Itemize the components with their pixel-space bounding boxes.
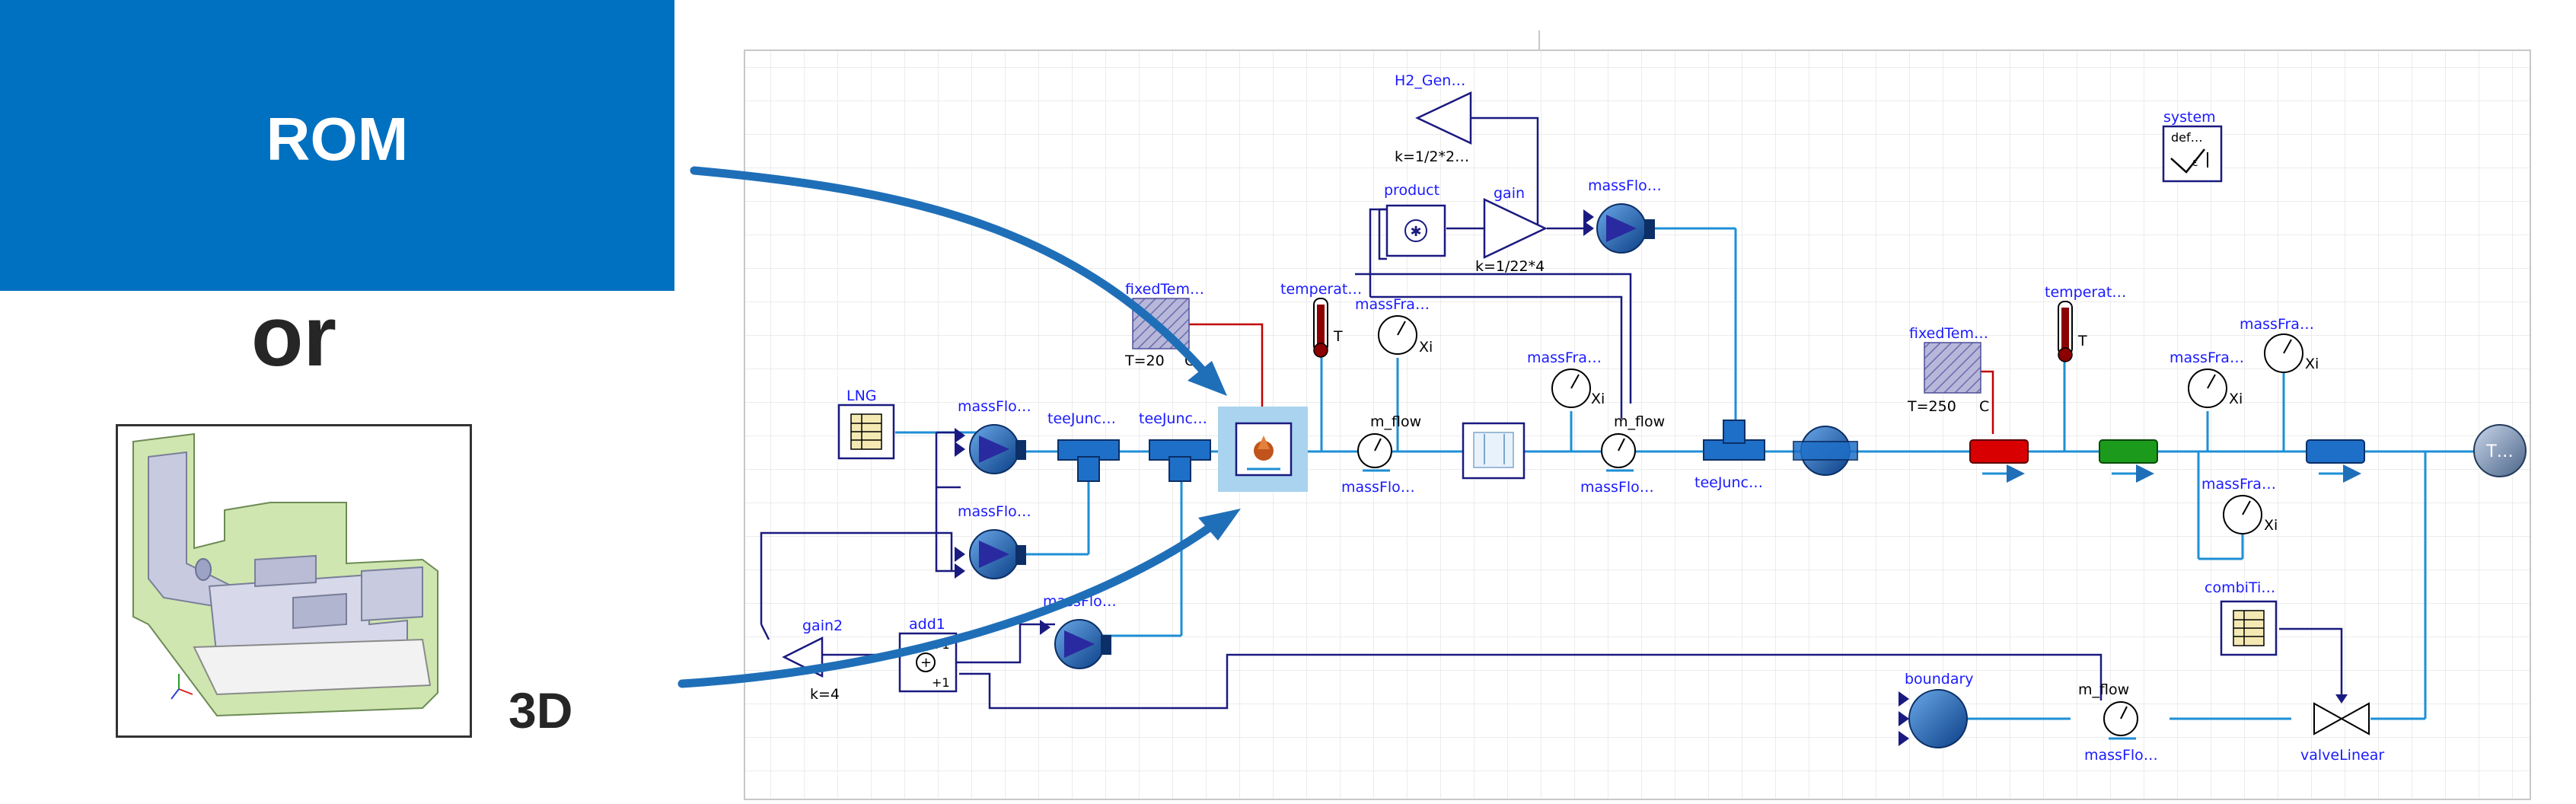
3d-geometry-icon: [132, 432, 438, 717]
svg-text:+1: +1: [932, 675, 950, 690]
gain-block[interactable]: gain k=1/22*4: [1475, 185, 1548, 275]
svg-text:teeJunc…: teeJunc…: [1694, 474, 1763, 491]
mass-flow-sensor-1[interactable]: m_flow massFlo…: [1341, 413, 1421, 496]
svg-text:massFlo…: massFlo…: [1341, 479, 1415, 496]
mass-flow-sensor-3[interactable]: m_flow massFlo…: [2078, 681, 2158, 764]
mass-fraction-sensor-2[interactable]: massFra… Xi: [1527, 349, 1605, 408]
svg-text:fixedTem…: fixedTem…: [1125, 281, 1204, 298]
svg-text:LNG: LNG: [846, 388, 877, 404]
outlet-pipe[interactable]: [2306, 439, 2365, 483]
tank-block[interactable]: [1462, 422, 1526, 480]
svg-text:massFlo…: massFlo…: [958, 503, 1031, 520]
h2-gen-gain[interactable]: H2_Gen… k=1/2*2…: [1395, 72, 1472, 165]
3d-label: 3D: [509, 682, 573, 739]
temperature-sink[interactable]: T…: [2473, 424, 2527, 477]
combi-time-table[interactable]: combiTi…: [2205, 579, 2278, 656]
svg-text:temperat…: temperat…: [2045, 284, 2126, 301]
svg-text:T=250: T=250: [1907, 398, 1956, 415]
svg-text:ε: ε: [2192, 157, 2198, 169]
rom-component-highlighted[interactable]: [1218, 407, 1308, 492]
svg-text:system: system: [2163, 109, 2216, 126]
3d-arrow: [677, 519, 1219, 688]
lng-table-source[interactable]: LNG: [837, 388, 895, 460]
3d-model-frame: [116, 424, 472, 738]
system-block[interactable]: system def… ε: [2162, 109, 2223, 183]
rom-label: ROM: [266, 105, 409, 173]
rom-box: ROM: [0, 0, 674, 291]
svg-text:H2_Gen…: H2_Gen…: [1395, 72, 1465, 89]
svg-text:m_flow: m_flow: [1370, 413, 1421, 430]
svg-text:teeJunc…: teeJunc…: [1047, 410, 1116, 427]
svg-text:massFlo…: massFlo…: [2084, 747, 2158, 764]
tee-junction-3[interactable]: teeJunc…: [1694, 420, 1765, 491]
valve-linear[interactable]: valveLinear: [2300, 694, 2384, 764]
svg-text:Xi: Xi: [2229, 391, 2243, 407]
svg-text:massFlo…: massFlo…: [1588, 177, 1662, 194]
green-pipe[interactable]: [2099, 439, 2158, 483]
svg-text:Xi: Xi: [2305, 356, 2319, 372]
svg-text:k=4: k=4: [810, 686, 840, 703]
rom-arrow: [690, 166, 1215, 384]
svg-text:def…: def…: [2171, 130, 2203, 145]
svg-text:massFlo…: massFlo…: [958, 398, 1031, 415]
svg-text:massFra…: massFra…: [1355, 296, 1430, 313]
svg-text:T: T: [2077, 333, 2087, 349]
tee-junction-2[interactable]: teeJunc…: [1139, 410, 1211, 482]
svg-text:product: product: [1384, 182, 1439, 199]
svg-text:massFra…: massFra…: [1527, 349, 1602, 366]
svg-text:temperat…: temperat…: [1280, 281, 1362, 298]
mass-flow-source-top[interactable]: massFlo…: [1583, 177, 1662, 254]
or-label: or: [251, 289, 336, 384]
svg-text:boundary: boundary: [1905, 671, 1974, 688]
svg-text:massFlo…: massFlo…: [1580, 479, 1654, 496]
svg-text:massFra…: massFra…: [2170, 349, 2244, 366]
pump[interactable]: [1793, 426, 1858, 476]
mass-flow-sensor-2[interactable]: m_flow massFlo…: [1580, 413, 1665, 496]
temperature-sensor-1[interactable]: temperat… T: [1280, 281, 1362, 358]
svg-text:k=1/22*4: k=1/22*4: [1475, 258, 1545, 275]
3d-arrow-head: [1198, 509, 1241, 541]
svg-text:gain: gain: [1494, 185, 1525, 202]
temperature-sensor-2[interactable]: temperat… T: [2045, 284, 2126, 362]
svg-text:k=1/2*2…: k=1/2*2…: [1395, 148, 1469, 165]
svg-text:fixedTem…: fixedTem…: [1909, 325, 1988, 342]
diagram-grid: [744, 49, 2531, 800]
tee-junction-1[interactable]: teeJunc…: [1047, 410, 1120, 482]
svg-text:C: C: [1979, 398, 1989, 415]
mass-fraction-sensor-5[interactable]: massFra… Xi: [2201, 476, 2278, 534]
svg-text:T: T: [1333, 328, 1343, 345]
svg-text:✱: ✱: [1410, 224, 1421, 240]
svg-text:T…: T…: [2485, 442, 2513, 461]
svg-text:gain2: gain2: [802, 617, 843, 634]
svg-text:T=20: T=20: [1124, 353, 1165, 369]
svg-text:teeJunc…: teeJunc…: [1139, 410, 1207, 427]
svg-text:add1: add1: [909, 616, 945, 633]
mass-flow-source-1[interactable]: massFlo…: [955, 398, 1031, 474]
mass-fraction-sensor-1[interactable]: massFra… Xi: [1355, 296, 1433, 356]
svg-text:Xi: Xi: [2264, 517, 2278, 534]
svg-text:m_flow: m_flow: [2078, 681, 2129, 698]
svg-text:Xi: Xi: [1591, 391, 1605, 407]
svg-text:massFra…: massFra…: [2201, 476, 2276, 493]
heated-pipe[interactable]: [1969, 439, 2029, 483]
svg-text:m_flow: m_flow: [1614, 413, 1665, 430]
svg-text:+: +: [920, 655, 932, 671]
svg-text:Xi: Xi: [1419, 339, 1433, 356]
mass-fraction-sensor-4[interactable]: massFra… Xi: [2240, 316, 2319, 373]
svg-text:combiTi…: combiTi…: [2205, 579, 2275, 596]
boundary-source[interactable]: boundary: [1899, 671, 1974, 748]
fixed-temperature-2[interactable]: fixedTem… T=250 C: [1907, 325, 1989, 415]
signal-lines: [760, 116, 2343, 710]
mass-flow-source-2[interactable]: massFlo…: [955, 503, 1031, 579]
mass-fraction-sensor-3[interactable]: massFra… Xi: [2170, 349, 2244, 408]
rom-arrow-head: [1188, 361, 1227, 396]
svg-text:massFra…: massFra…: [2240, 316, 2314, 333]
svg-text:valveLinear: valveLinear: [2300, 747, 2384, 764]
product-block[interactable]: ✱ product: [1384, 182, 1446, 257]
